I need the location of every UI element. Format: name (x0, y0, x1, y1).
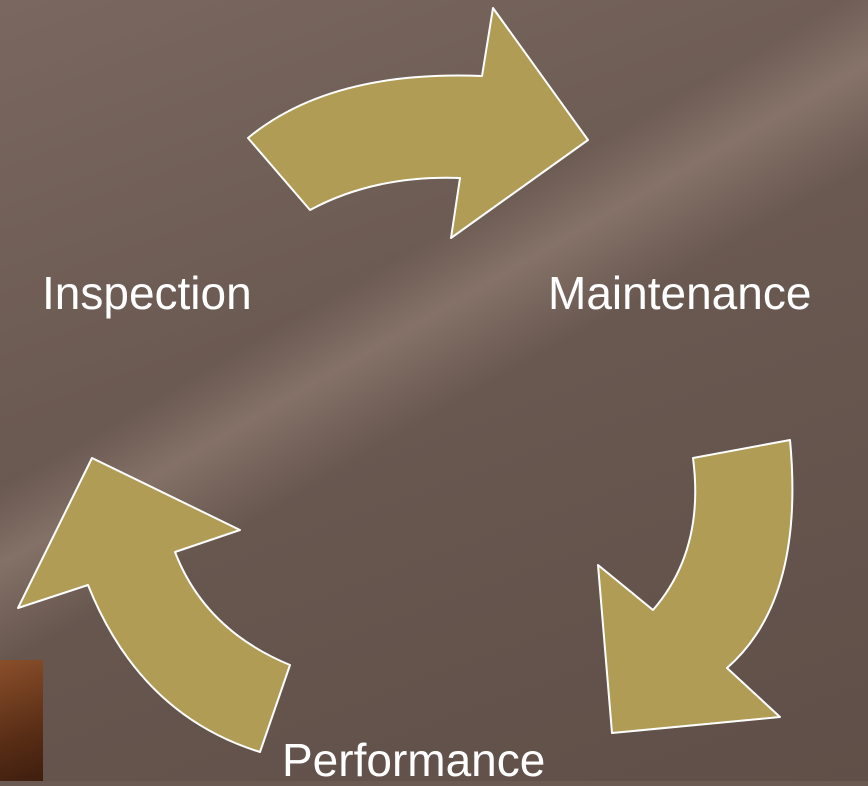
stage-label-maintenance: Maintenance (548, 267, 812, 319)
stage-label-inspection: Inspection (42, 267, 252, 319)
arrow-inspection-to-maintenance (247, 7, 589, 239)
arrow-performance-to-inspection (17, 457, 291, 753)
corner-photo-fragment (0, 660, 43, 781)
stage-label-performance: Performance (282, 734, 546, 786)
arrow-maintenance-to-performance (597, 439, 794, 734)
